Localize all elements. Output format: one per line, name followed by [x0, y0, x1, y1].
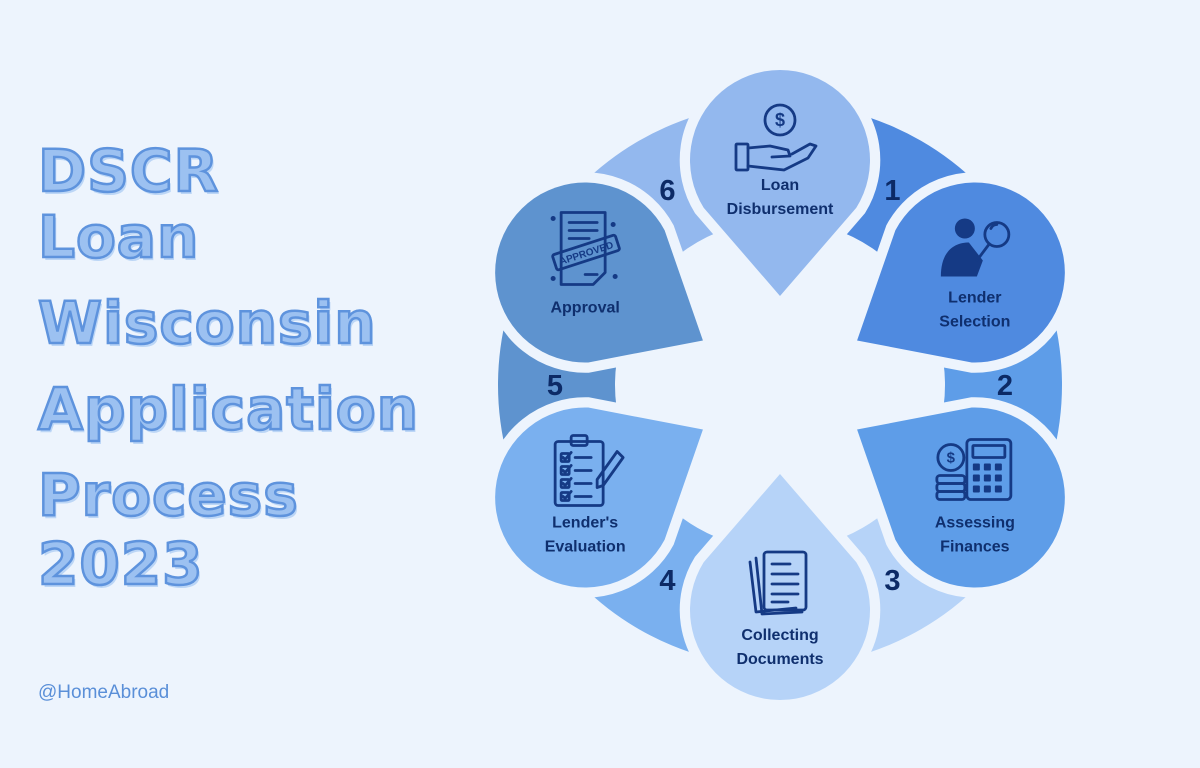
step-label-5-line-1: Approval	[550, 300, 619, 317]
title-line-1: DSCR	[37, 137, 220, 205]
step-numbers: 1 2 3 4 5 6	[547, 175, 1013, 597]
step-label-6-line-1: Loan	[761, 177, 799, 194]
hand-dollar-icon: $	[734, 103, 818, 172]
step-node-shape	[495, 407, 703, 588]
step-label-3-line-1: Collecting	[741, 627, 818, 644]
step-label-2-line-1: Assessing	[935, 515, 1015, 532]
calculator-coins-icon: $	[935, 438, 1013, 501]
step-label-6-line-2: Disbursement	[727, 201, 834, 218]
checklist-clipboard-icon	[553, 434, 625, 507]
title-line-3: Wisconsin	[37, 289, 377, 357]
step-number-2: 2	[997, 370, 1013, 402]
step-label-2-line-2: Finances	[940, 539, 1009, 556]
social-handle: @HomeAbroad	[38, 682, 170, 703]
step-node-shape	[495, 182, 703, 363]
step-number-3: 3	[884, 565, 900, 597]
step-number-1: 1	[884, 175, 900, 207]
step-number-6: 6	[659, 175, 675, 207]
svg-text:$: $	[947, 450, 956, 467]
step-node-shape	[690, 474, 870, 700]
title-line-6: 2023	[37, 530, 204, 598]
step-label-4-line-1: Lender's	[552, 515, 618, 532]
person-magnifier-icon	[940, 218, 1011, 277]
step-label-1-line-2: Selection	[939, 314, 1010, 331]
step-label-4-line-2: Evaluation	[545, 539, 626, 556]
step-node-shape	[857, 407, 1065, 588]
title-line-2: Loan	[37, 203, 200, 271]
title-line-5: Process	[37, 461, 299, 529]
step-number-5: 5	[547, 370, 563, 402]
title-line-4: Application	[37, 375, 419, 443]
step-label-1-line-1: Lender	[948, 290, 1001, 307]
step-nodes: LenderSelection$AssessingFinancesCollect…	[484, 59, 1076, 711]
step-number-4: 4	[659, 565, 675, 597]
documents-icon	[748, 550, 808, 616]
step-node-shape	[690, 70, 870, 296]
step-label-3-line-2: Documents	[736, 651, 823, 668]
svg-text:$: $	[775, 110, 785, 130]
